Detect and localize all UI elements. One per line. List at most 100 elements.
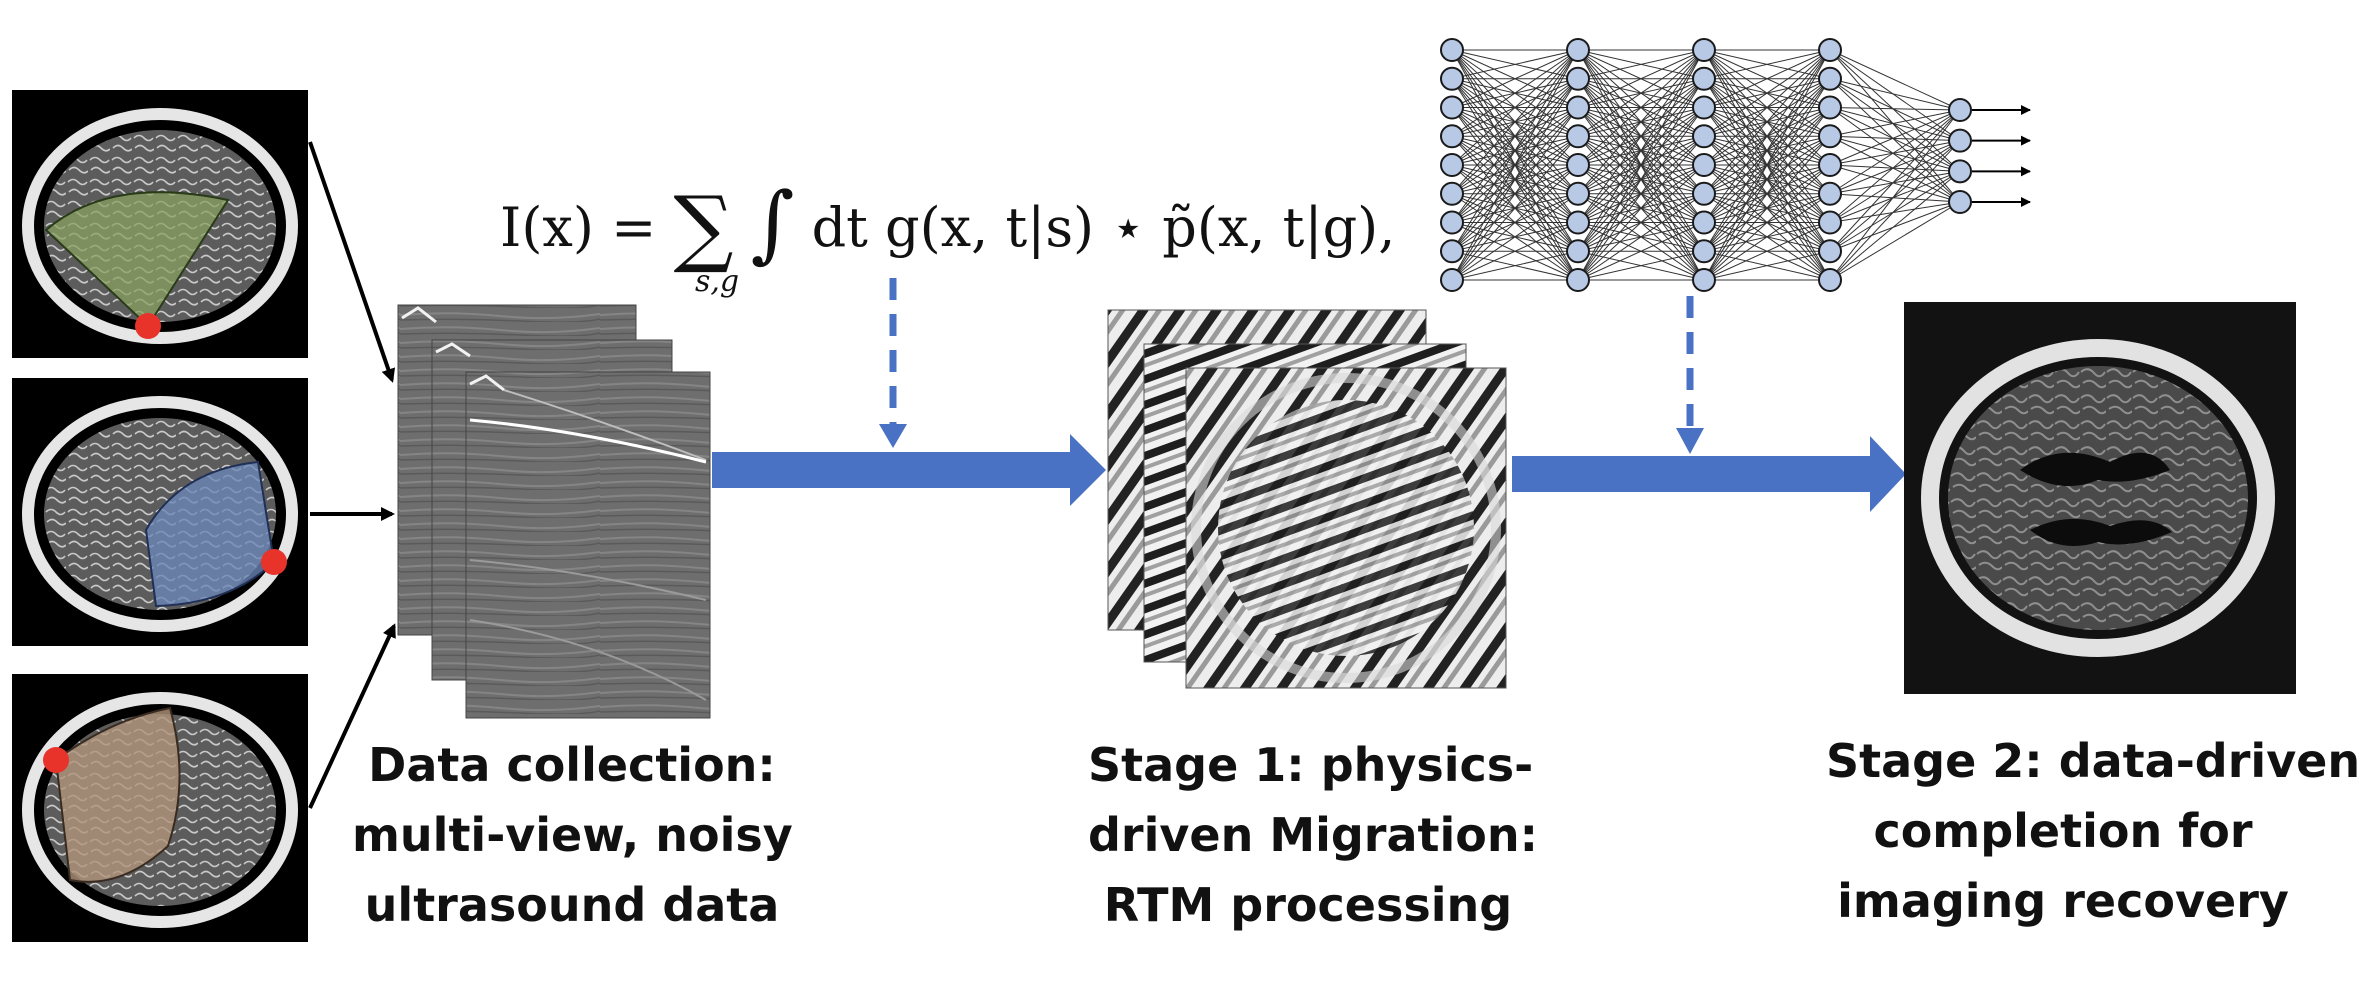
network-connection — [1703, 49, 1831, 166]
network-connection — [1829, 78, 1961, 172]
caption-line: driven Migration: — [1088, 808, 1539, 862]
network-connection — [1577, 49, 1705, 195]
network-connection — [1451, 49, 1579, 223]
network-neuron — [1440, 153, 1464, 177]
network-connection — [1829, 170, 1961, 252]
network-connection — [1703, 164, 1831, 281]
network-neuron — [1440, 210, 1464, 235]
network-connection — [1829, 193, 1961, 203]
network-connection — [1829, 164, 1961, 203]
network-connection — [1451, 250, 1579, 281]
formula-body: dt g(x, t|s) ⋆ p̃(x, t|g), — [811, 196, 1396, 259]
scan-sector-tan — [54, 706, 181, 883]
network-neuron — [1440, 124, 1464, 149]
network-connection — [1703, 49, 1831, 252]
brain-view-1 — [12, 90, 308, 358]
network-connection — [1703, 49, 1831, 80]
network-neuron — [1440, 181, 1464, 206]
network-neuron — [1692, 124, 1716, 149]
network-neuron — [1566, 95, 1590, 120]
network-connection — [1577, 49, 1705, 80]
network-connection — [1703, 49, 1831, 223]
network-connection — [1829, 107, 1961, 172]
network-connection — [1829, 109, 1961, 166]
network-neuron — [1566, 66, 1590, 91]
stage2-arrow — [1512, 436, 1906, 512]
network-neuron — [1692, 210, 1716, 235]
network-connection — [1577, 49, 1705, 137]
caption-line: ultrasound data — [364, 878, 780, 932]
network-connection — [1451, 49, 1579, 195]
neural-network — [1440, 38, 2031, 292]
network-connection — [1577, 78, 1705, 281]
network-connection — [1577, 250, 1705, 281]
network-connection — [1829, 109, 1961, 281]
network-neuron — [1818, 268, 1842, 292]
network-neuron — [1948, 98, 1972, 122]
rtm-image-stack — [1107, 309, 1507, 689]
network-neuron — [1566, 124, 1590, 149]
network-neuron — [1692, 239, 1716, 264]
network-neuron — [1440, 268, 1464, 292]
network-connection — [1577, 222, 1705, 281]
network-connection — [1829, 49, 1961, 111]
network-neuron — [1440, 239, 1464, 264]
network-neuron — [1566, 268, 1590, 292]
network-connection — [1829, 78, 1961, 111]
network-connection — [1829, 107, 1961, 111]
network-connection — [1451, 49, 1579, 252]
network-connection — [1829, 49, 1961, 142]
network-connection — [1829, 140, 1961, 223]
caption-line: Stage 1: physics- — [1088, 738, 1534, 792]
network-connection — [1829, 49, 1961, 172]
network-neuron — [1818, 66, 1842, 91]
pipeline-diagram — [12, 38, 2296, 942]
network-connection — [1451, 164, 1579, 281]
network-neuron — [1818, 124, 1842, 149]
source-dot — [43, 747, 69, 773]
network-neuron — [1692, 66, 1716, 91]
caption-data-collection: Data collection: multi-view, noisy ultra… — [352, 730, 793, 940]
network-connection — [1829, 107, 1961, 142]
network-connection — [1829, 109, 1961, 252]
network-neuron — [1818, 95, 1842, 120]
network-neuron — [1566, 153, 1590, 177]
source-dot — [135, 313, 161, 339]
network-neuron — [1818, 153, 1842, 177]
sum-symbol: ∑ — [673, 178, 734, 276]
network-connection — [1829, 140, 1961, 166]
network-connection — [1451, 49, 1579, 108]
network-connection — [1829, 109, 1961, 137]
caption-line: completion for — [1873, 804, 2253, 858]
network-connection — [1451, 107, 1579, 281]
network-neuron — [1818, 210, 1842, 235]
network-connection — [1451, 49, 1579, 166]
network-connection — [1703, 49, 1831, 281]
network-neuron — [1566, 38, 1590, 62]
caption-line: RTM processing — [1103, 878, 1513, 932]
network-connection — [1829, 140, 1961, 281]
network-connection — [1577, 135, 1705, 281]
scan-sector-blue — [144, 460, 276, 608]
ultrasound-data-stack — [397, 304, 711, 719]
caption-line: imaging recovery — [1837, 874, 2289, 928]
formula-lhs: I(x) = — [500, 196, 657, 259]
network-connection — [1703, 78, 1831, 281]
network-neuron — [1692, 268, 1716, 292]
network-connection — [1703, 222, 1831, 281]
network-connection — [1451, 135, 1579, 281]
network-connection — [1829, 135, 1961, 142]
network-neuron — [1566, 181, 1590, 206]
source-dot — [261, 549, 287, 575]
network-connection — [1703, 49, 1831, 137]
network-neuron — [1440, 95, 1464, 120]
caption-line: Data collection: — [368, 738, 776, 792]
network-connection — [1451, 49, 1579, 80]
network-neuron — [1566, 210, 1590, 235]
network-neuron — [1440, 66, 1464, 91]
network-connection — [1829, 49, 1961, 203]
network-connection — [1451, 49, 1579, 137]
network-neuron — [1818, 38, 1842, 62]
stage1-arrow — [712, 434, 1106, 506]
network-connection — [1577, 49, 1705, 108]
